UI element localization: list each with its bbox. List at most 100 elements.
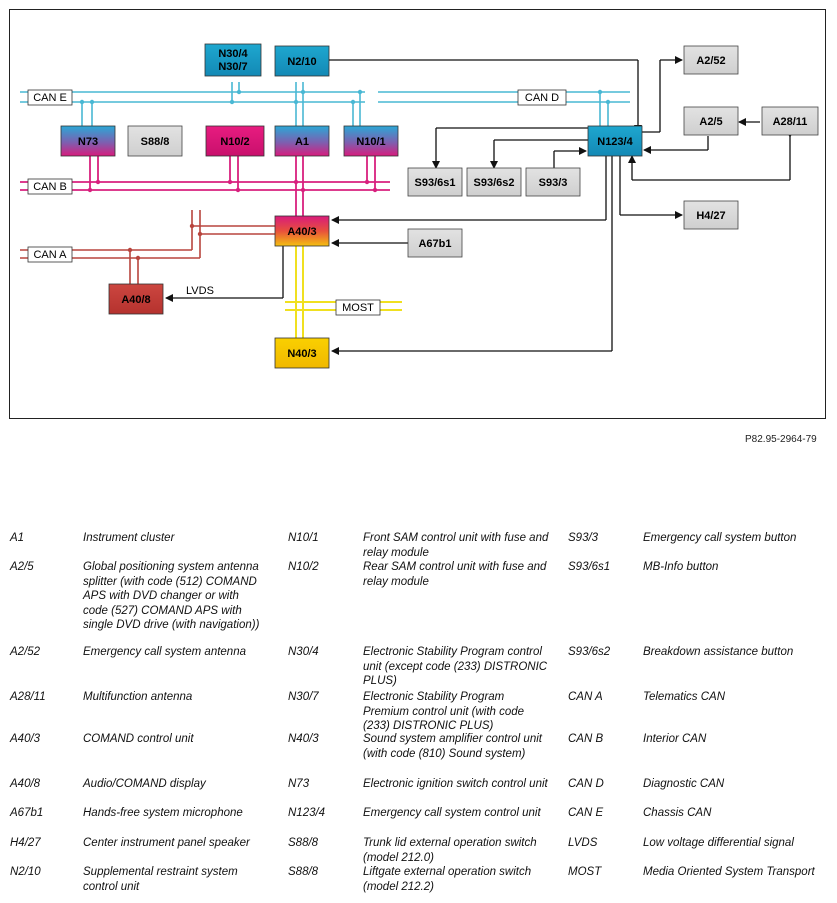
legend-code: S93/3 (568, 532, 599, 544)
legend-code: A2/5 (10, 561, 34, 573)
component-a1: A1 (274, 125, 330, 157)
svg-text:A40/8: A40/8 (121, 294, 150, 306)
component-n123-4: N123/4 (587, 125, 643, 157)
most-label: MOST (335, 299, 381, 316)
svg-text:H4/27: H4/27 (696, 210, 725, 222)
component-a40-8: A40/8 (108, 283, 164, 315)
legend-desc: COMAND control unit (83, 733, 194, 745)
legend-code: N10/1 (288, 532, 319, 544)
svg-text:N30/4: N30/4 (218, 48, 248, 60)
svg-text:A67b1: A67b1 (418, 238, 451, 250)
legend-desc: Emergency call system control unit (363, 807, 541, 819)
legend-desc: Rear SAM control unit with fuse and rela… (363, 561, 547, 588)
legend-desc: Breakdown assistance button (643, 646, 794, 658)
svg-text:S93/3: S93/3 (539, 177, 568, 189)
svg-text:S93/6s1: S93/6s1 (415, 177, 456, 189)
can-a-label: CAN A (27, 246, 73, 263)
legend-code: MOST (568, 866, 602, 878)
legend-code: N40/3 (288, 733, 319, 745)
legend-code: N30/7 (288, 691, 319, 703)
legend-desc: Sound system amplifier control unit (wit… (363, 733, 542, 760)
svg-text:CAN E: CAN E (33, 92, 67, 104)
svg-text:A40/3: A40/3 (287, 226, 316, 238)
svg-text:MOST: MOST (342, 302, 374, 314)
legend-code: N30/4 (288, 646, 319, 658)
svg-text:N123/4: N123/4 (597, 136, 633, 148)
legend-code: CAN D (568, 778, 604, 790)
component-n30-4-n30-7: N30/4 N30/7 (204, 43, 262, 77)
legend-desc: Interior CAN (643, 733, 707, 745)
component-n2-10: N2/10 (274, 45, 330, 77)
svg-text:S93/6s2: S93/6s2 (474, 177, 515, 189)
component-a67b1: A67b1 (407, 228, 463, 258)
legend-code: CAN B (568, 733, 604, 745)
legend-desc: MB-Info button (643, 561, 719, 573)
component-a2-52: A2/52 (683, 45, 739, 75)
legend: A1 Instrument cluster A2/5 Global position… (10, 528, 830, 898)
legend-code: S93/6s1 (568, 561, 611, 573)
wiring-diagram-svg: CAN E CAN D CAN B CAN A MOST LVDS N30/4 … (20, 43, 819, 369)
legend-code: S88/8 (288, 837, 319, 849)
component-s93-6s1: S93/6s1 (407, 167, 463, 197)
legend-desc: Trunk lid external operation switch (mod… (363, 837, 537, 864)
svg-text:N2/10: N2/10 (287, 56, 316, 68)
legend-code: N10/2 (288, 561, 319, 573)
legend-code: A67b1 (10, 807, 44, 819)
svg-text:A1: A1 (295, 136, 309, 148)
legend-desc: Multifunction antenna (83, 691, 193, 703)
legend-desc: Electronic ignition switch control unit (363, 778, 548, 790)
legend-desc: Diagnostic CAN (643, 778, 725, 790)
legend-code: H4/27 (10, 837, 41, 849)
legend-desc: Audio/COMAND display (83, 778, 206, 790)
legend-code: S93/6s2 (568, 646, 611, 658)
lvds-label: LVDS (186, 285, 214, 297)
svg-text:N10/1: N10/1 (356, 136, 385, 148)
component-h4-27: H4/27 (683, 200, 739, 230)
legend-code: S88/8 (288, 866, 319, 878)
legend-code: N123/4 (288, 807, 326, 819)
legend-desc: Global positioning system antenna splitt… (83, 561, 260, 631)
legend-desc: Liftgate external operation switch (mode… (363, 866, 532, 893)
legend-code: CAN A (568, 691, 603, 703)
component-a28-11: A28/11 (761, 106, 819, 136)
signal-connections (165, 56, 794, 355)
legend-code: A28/11 (10, 691, 46, 703)
svg-text:A2/52: A2/52 (696, 55, 725, 67)
component-s93-3: S93/3 (525, 167, 581, 197)
legend-code: A40/3 (10, 733, 41, 745)
can-b-label: CAN B (27, 178, 73, 195)
svg-text:CAN A: CAN A (33, 249, 67, 261)
most-bus (285, 246, 402, 340)
component-n40-3: N40/3 (274, 337, 330, 369)
can-b-bus (20, 156, 390, 216)
svg-text:A2/5: A2/5 (699, 116, 722, 128)
legend-desc: Chassis CAN (643, 807, 712, 819)
component-s88-8: S88/8 (127, 125, 183, 157)
legend-code: N2/10 (10, 866, 41, 878)
legend-code: A40/8 (10, 778, 41, 790)
svg-text:CAN D: CAN D (525, 92, 559, 104)
legend-code: A1 (10, 532, 25, 544)
component-s93-6s2: S93/6s2 (466, 167, 522, 197)
component-n73: N73 (60, 125, 116, 157)
legend-desc: Front SAM control unit with fuse and rel… (363, 532, 549, 559)
legend-desc: Emergency call system button (643, 532, 797, 544)
legend-desc: Instrument cluster (83, 532, 175, 544)
legend-code: LVDS (568, 837, 598, 849)
legend-desc: Hands-free system microphone (83, 807, 243, 819)
can-e-junctions (79, 89, 611, 105)
legend-desc: Telematics CAN (643, 691, 726, 703)
legend-desc: Electronic Stability Program control uni… (363, 646, 548, 687)
wiring-diagram: CAN E CAN D CAN B CAN A MOST LVDS N30/4 … (9, 9, 826, 419)
legend-desc: Electronic Stability Program Premium con… (363, 691, 525, 732)
legend-desc: Center instrument panel speaker (83, 837, 250, 849)
component-a40-3: A40/3 (274, 215, 330, 247)
component-n10-2: N10/2 (205, 125, 265, 157)
legend-code: N73 (288, 778, 310, 790)
svg-text:N73: N73 (78, 136, 98, 148)
svg-text:S88/8: S88/8 (141, 136, 170, 148)
component-n10-1: N10/1 (343, 125, 399, 157)
component-a2-5: A2/5 (683, 106, 739, 136)
can-d-label: CAN D (517, 89, 567, 106)
svg-text:A28/11: A28/11 (773, 116, 808, 128)
